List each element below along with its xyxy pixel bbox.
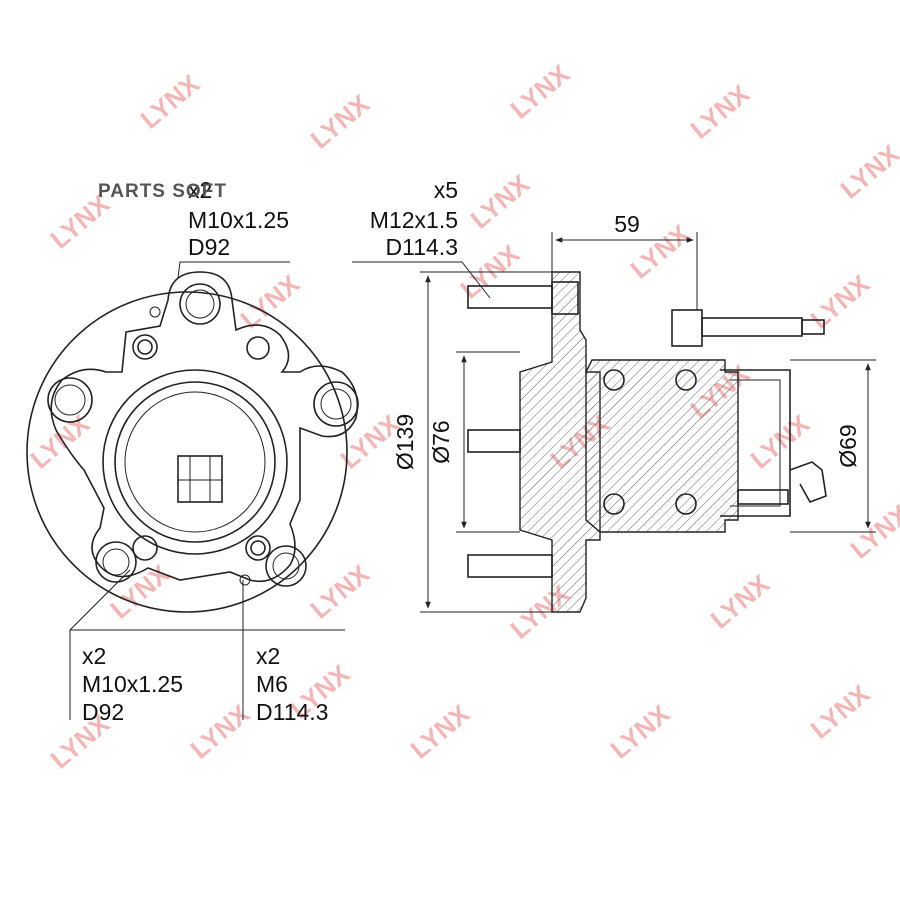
roller-top-right <box>675 369 697 391</box>
sensor-wire <box>789 461 827 503</box>
callout-bl-thread: M10x1.25 <box>82 671 183 697</box>
watermark-text: LYNX <box>305 558 376 624</box>
callout-bl-count: x2 <box>82 643 106 669</box>
watermark-text: LYNX <box>685 78 756 144</box>
watermark-text: LYNX <box>805 268 876 334</box>
callout-top-thread: M10x1.25 <box>188 207 289 233</box>
callout-bottom-right: x2 M6 D114.3 <box>256 643 328 725</box>
stud-middle <box>467 429 521 453</box>
watermark-text: LYNX <box>455 238 526 304</box>
stud-upper-knurl <box>551 281 579 315</box>
callout-br-diameter: D114.3 <box>256 699 328 725</box>
front-view <box>26 261 359 720</box>
watermark-text: LYNX <box>835 138 900 204</box>
front-outer-circle <box>26 291 348 613</box>
watermark-text: LYNX <box>305 88 376 154</box>
watermark-text: LYNX <box>105 558 176 624</box>
callout-top: x2 M10x1.25 D92 <box>188 177 289 260</box>
side-seal <box>737 489 789 505</box>
stud-callout-count: x5 <box>434 177 458 203</box>
front-hub-bore <box>114 381 276 543</box>
stud-hole-top <box>179 283 221 325</box>
sensor-body <box>671 309 703 347</box>
mount-hole-br <box>245 535 271 561</box>
stud-callout-diameter: D114.3 <box>386 234 458 260</box>
brand-label: PARTS SOFT <box>98 181 227 202</box>
watermark-text: LYNX <box>705 568 776 634</box>
watermark-text: LYNX <box>845 498 900 564</box>
watermark-text: LYNX <box>805 678 876 744</box>
side-hub-section <box>585 359 739 533</box>
dim-flange-label: Ø139 <box>392 414 418 470</box>
callout-bottom-left: x2 M10x1.25 D92 <box>82 643 183 725</box>
roller-bottom-right <box>675 493 697 515</box>
dim-pilot-label: Ø76 <box>428 420 454 463</box>
stud-hole-left <box>47 377 93 423</box>
watermark-text: LYNX <box>505 58 576 124</box>
callout-bl-diameter: D92 <box>82 699 124 725</box>
stud-hole-lower-left <box>95 541 137 583</box>
stud-callout-thread: M12x1.5 <box>370 207 458 233</box>
roller-top-left <box>603 369 625 391</box>
callout-br-count: x2 <box>256 643 280 669</box>
dim-bearing-label: Ø69 <box>835 424 861 467</box>
watermark-text: LYNX <box>25 408 96 474</box>
sensor-connector <box>177 455 223 503</box>
mount-hole-bl <box>132 535 158 561</box>
side-view <box>352 232 876 613</box>
side-bearing-outline <box>720 369 791 517</box>
callout-top-count: x2 <box>188 177 212 203</box>
watermark-text: LYNX <box>405 698 476 764</box>
watermark-text: LYNX <box>235 268 306 334</box>
sensor-rod <box>701 317 803 337</box>
watermark-text: LYNX <box>465 168 536 234</box>
watermark-text: LYNX <box>135 68 206 134</box>
stud-hole-lower-right <box>265 545 307 587</box>
mount-hole-tl <box>132 334 158 360</box>
dim-width-label: 59 <box>614 211 640 237</box>
callout-top-diameter: D92 <box>188 234 230 260</box>
front-hub-ring <box>102 369 288 555</box>
front-flange-lobes <box>50 271 359 583</box>
stud-lower <box>467 554 553 578</box>
roller-bottom-left <box>603 493 625 515</box>
watermark-text: LYNX <box>605 698 676 764</box>
stud-hole-right <box>313 381 359 427</box>
watermark-text: LYNX <box>185 698 256 764</box>
mount-hole-tr <box>246 336 270 360</box>
callout-br-thread: M6 <box>256 671 288 697</box>
stud-callout: x5 M12x1.5 D114.3 <box>370 177 458 260</box>
